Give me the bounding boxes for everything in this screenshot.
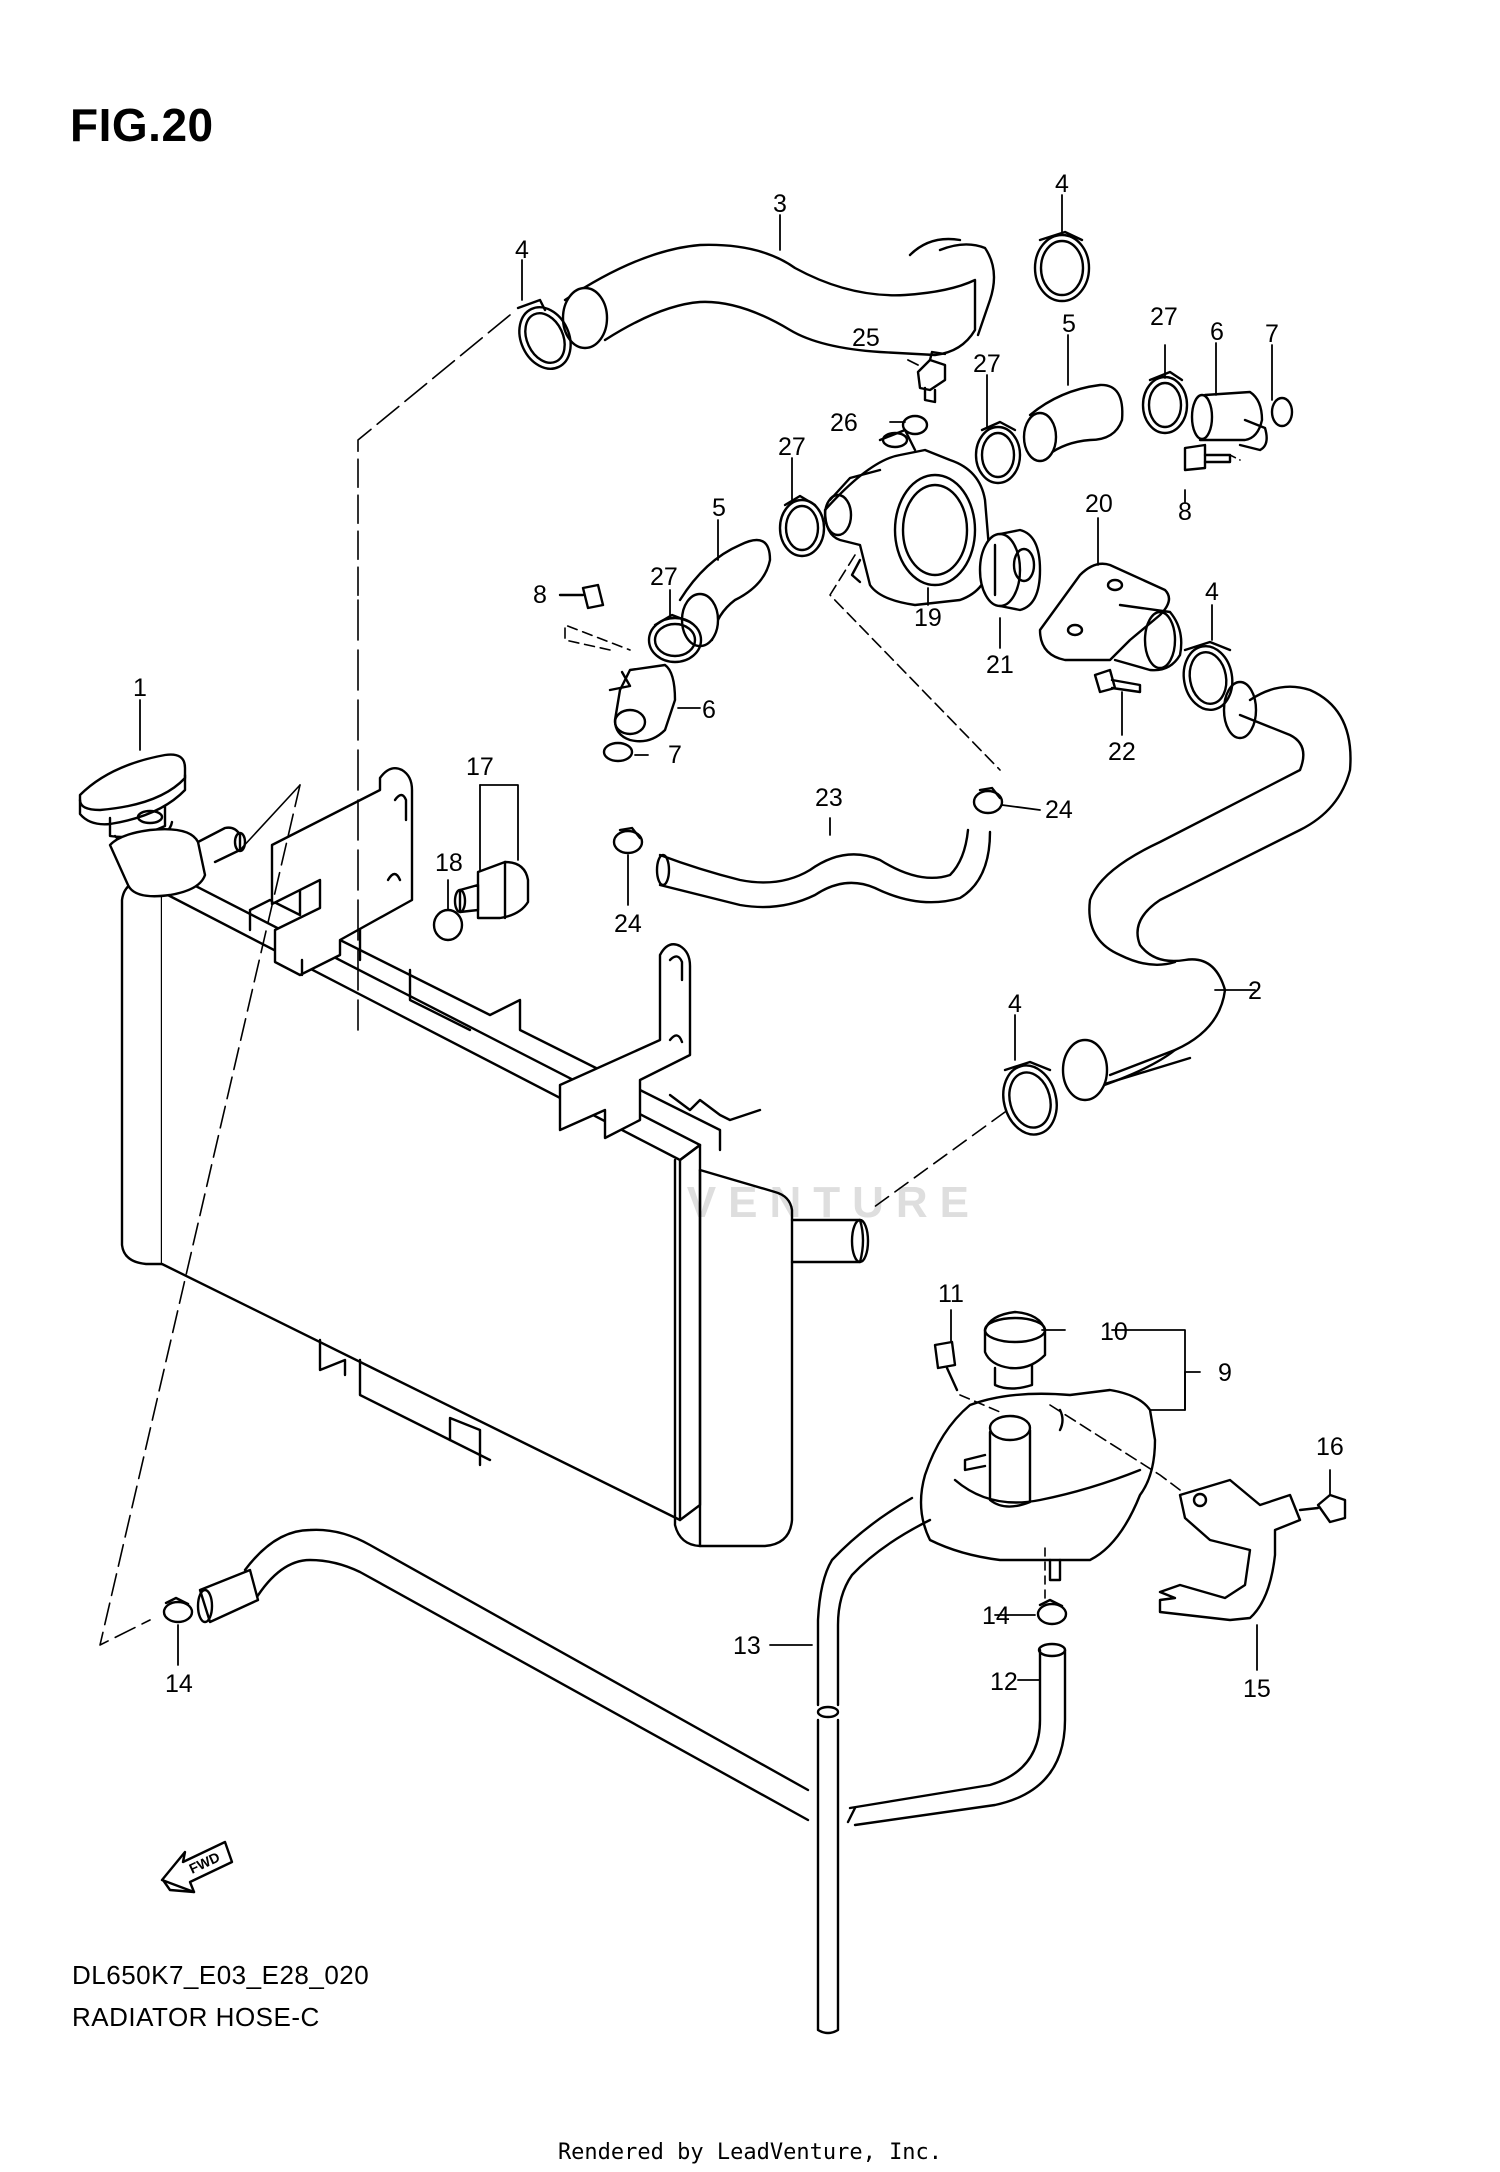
radiator[interactable] bbox=[120, 863, 870, 1548]
pipe-6-lower[interactable] bbox=[608, 663, 677, 743]
hose-13[interactable] bbox=[816, 1496, 932, 2035]
hose-clamp-4-b[interactable] bbox=[1033, 230, 1091, 303]
callout-24-a[interactable]: 24 bbox=[614, 910, 642, 938]
callout-4-d[interactable]: 4 bbox=[1008, 990, 1022, 1018]
breather-hose[interactable] bbox=[196, 1528, 857, 1824]
thermostat-cover[interactable] bbox=[1038, 562, 1183, 672]
callout-11[interactable]: 11 bbox=[938, 1280, 964, 1308]
hose-5-lower[interactable] bbox=[678, 538, 772, 648]
callout-24-b[interactable]: 24 bbox=[1045, 796, 1073, 824]
bolt-8-a[interactable] bbox=[1183, 443, 1232, 472]
footer-credit: Rendered by LeadVenture, Inc. bbox=[557, 2140, 943, 2165]
radiator-cap[interactable] bbox=[78, 753, 247, 898]
bolt-8-b[interactable] bbox=[558, 583, 605, 610]
diagram-name: RADIATOR HOSE-C bbox=[72, 2002, 320, 2032]
callout-27-a[interactable]: 27 bbox=[1150, 303, 1178, 331]
callout-7-a[interactable]: 7 bbox=[1265, 320, 1279, 348]
callout-25[interactable]: 25 bbox=[852, 324, 880, 352]
hose-clamp-27-b[interactable] bbox=[974, 420, 1022, 485]
hose-clamp-27-c[interactable] bbox=[778, 494, 826, 558]
callout-8-a[interactable]: 8 bbox=[1178, 498, 1192, 526]
radiator-mount-bracket-lower[interactable] bbox=[558, 943, 762, 1140]
pipe-6-upper[interactable] bbox=[1190, 390, 1268, 452]
hose-12[interactable] bbox=[848, 1642, 1067, 1827]
reservoir-bracket[interactable] bbox=[1158, 1478, 1302, 1622]
thermostat-housing[interactable] bbox=[823, 428, 992, 607]
hose-clamp-27-d[interactable] bbox=[647, 613, 703, 664]
washer-26[interactable] bbox=[901, 414, 929, 436]
reservoir-cap[interactable] bbox=[983, 1310, 1047, 1390]
hose-clip-14-a[interactable] bbox=[1036, 1598, 1068, 1626]
radiator-hose-upper[interactable] bbox=[561, 237, 996, 357]
callout-2[interactable]: 2 bbox=[1248, 977, 1262, 1005]
model-code: DL650K7_E03_E28_020 bbox=[72, 1960, 370, 1990]
reservoir-tank[interactable] bbox=[919, 1388, 1157, 1582]
callout-5-b[interactable]: 5 bbox=[712, 494, 726, 522]
hose-clip-24-b[interactable] bbox=[972, 786, 1004, 815]
callout-4-b[interactable]: 4 bbox=[1055, 170, 1069, 198]
callout-4-a[interactable]: 4 bbox=[515, 236, 529, 264]
figure-title: FIG.20 bbox=[70, 99, 214, 151]
callout-labels: 1 2 3 4 4 4 4 5 5 6 6 7 7 8 8 9 10 11 12… bbox=[133, 170, 1344, 1703]
callout-23[interactable]: 23 bbox=[815, 784, 843, 812]
bolt-11[interactable] bbox=[933, 1340, 959, 1392]
gasket-18[interactable] bbox=[432, 908, 464, 942]
thermostat[interactable] bbox=[978, 528, 1042, 612]
callout-9[interactable]: 9 bbox=[1218, 1359, 1232, 1387]
callout-13[interactable]: 13 bbox=[733, 1632, 761, 1660]
callout-17[interactable]: 17 bbox=[466, 753, 494, 781]
callout-10[interactable]: 10 bbox=[1100, 1318, 1128, 1346]
radiator-mount-bracket-upper[interactable] bbox=[270, 767, 414, 977]
callout-16[interactable]: 16 bbox=[1316, 1433, 1344, 1461]
hose-clamp-27-a[interactable] bbox=[1141, 370, 1189, 435]
callout-26[interactable]: 26 bbox=[830, 409, 858, 437]
callout-27-b[interactable]: 27 bbox=[973, 350, 1001, 378]
callout-22[interactable]: 22 bbox=[1108, 738, 1136, 766]
hose-23[interactable] bbox=[655, 828, 992, 909]
callout-6-a[interactable]: 6 bbox=[1210, 318, 1224, 346]
callout-19[interactable]: 19 bbox=[914, 604, 942, 632]
hose-clamp-4-a[interactable] bbox=[510, 298, 581, 377]
callout-5-a[interactable]: 5 bbox=[1062, 310, 1076, 338]
hose-clip-24-a[interactable] bbox=[612, 826, 644, 855]
o-ring-7-b[interactable] bbox=[602, 741, 634, 763]
callout-18[interactable]: 18 bbox=[435, 849, 463, 877]
callout-27-d[interactable]: 27 bbox=[650, 563, 678, 591]
callout-7-b[interactable]: 7 bbox=[668, 741, 682, 769]
callout-12[interactable]: 12 bbox=[990, 1668, 1018, 1696]
hose-clamp-4-d[interactable] bbox=[996, 1059, 1064, 1140]
callout-14-a[interactable]: 14 bbox=[982, 1602, 1010, 1630]
hose-clip-14-b[interactable] bbox=[162, 1596, 194, 1624]
callout-27-c[interactable]: 27 bbox=[778, 433, 806, 461]
callout-1[interactable]: 1 bbox=[133, 674, 147, 702]
alignment-lines bbox=[99, 314, 1241, 1646]
hose-5-upper[interactable] bbox=[1022, 383, 1124, 463]
callout-21[interactable]: 21 bbox=[986, 651, 1014, 679]
hose-clamp-4-c[interactable] bbox=[1179, 640, 1237, 714]
bolt-22[interactable] bbox=[1093, 668, 1142, 694]
radiator-hose-lower[interactable] bbox=[1061, 680, 1352, 1102]
fan-switch[interactable] bbox=[453, 860, 530, 920]
leader-lines bbox=[139, 194, 1331, 1681]
temp-sender-25[interactable] bbox=[916, 350, 947, 404]
callout-14-b[interactable]: 14 bbox=[165, 1670, 193, 1698]
callout-20[interactable]: 20 bbox=[1085, 490, 1113, 518]
o-ring-7-a[interactable] bbox=[1270, 396, 1294, 428]
callout-15[interactable]: 15 bbox=[1243, 1675, 1271, 1703]
bolt-16[interactable] bbox=[1298, 1493, 1347, 1524]
fwd-arrow-icon bbox=[160, 1840, 234, 1894]
callout-6-b[interactable]: 6 bbox=[702, 696, 716, 724]
callout-4-c[interactable]: 4 bbox=[1205, 578, 1219, 606]
callout-3[interactable]: 3 bbox=[773, 190, 787, 218]
callout-8-b[interactable]: 8 bbox=[533, 581, 547, 609]
